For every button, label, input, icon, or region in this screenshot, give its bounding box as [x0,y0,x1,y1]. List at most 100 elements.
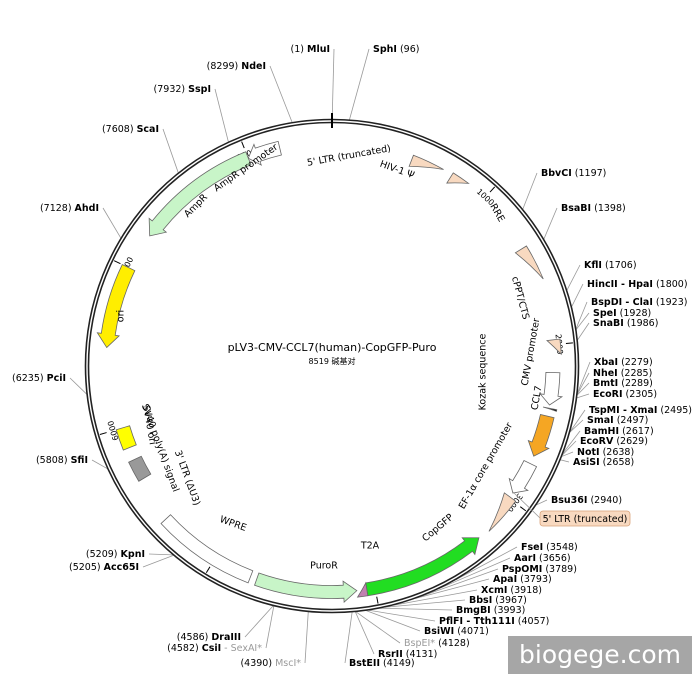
feature-label-cmv-promoter: CMV promoter [520,317,543,386]
site-leader-csii-sexai [265,605,275,649]
feature-3-ltr-u3 [488,492,517,532]
feature-cmv-promoter [539,371,564,406]
feature-arrows [96,140,564,604]
site-label-mlui: (1) MluI [291,44,331,55]
site-label-pflfi-tth111i: PflFI - Tth111I (4057) [439,616,549,627]
site-leader-mlui [331,48,335,120]
site-label-hincii-hpai: HincII - HpaI (1800) [587,279,688,290]
site-label-fsei: FseI (3548) [521,542,578,553]
site-label-bsabi: BsaBI (1398) [561,203,626,214]
site-label-scai: (7608) ScaI [102,124,159,135]
site-label-msci: (4390) MscI* [240,658,301,669]
feature-puror [254,572,358,604]
feature-label-puror: PuroR [310,561,338,572]
feature-sv40-poly-a-signal [115,425,137,451]
feature-ori [96,264,136,349]
feature-t2a [356,581,369,598]
site-label-draiii: (4586) DraIII [177,632,241,643]
site-label-bmti: BmtI (2289) [593,378,653,389]
site-leader-noti [561,451,574,457]
site-label-tspmi-xmai: TspMI - XmaI (2495) [589,405,692,416]
feature-label-rre: RRE [487,202,506,224]
backbone-inner-ring [87,121,577,611]
callout-box [539,510,631,527]
site-leader-bmti [577,382,590,396]
site-label-bbsi: BbsI (3967) [469,595,527,606]
site-leader-sfii [91,459,108,470]
site-label-bsiwi: BsiWI (4071) [424,626,489,637]
site-leader-apai [415,578,490,599]
site-leader-bsteii [344,612,353,664]
callout-leader [512,491,541,519]
feature-5-ltr-truncated [408,154,444,170]
site-label-ahdi: (7128) AhdI [40,203,99,214]
site-label-nhei: NheI (2285) [593,368,652,379]
site-label-bbvci: BbvCI (1197) [541,168,606,179]
site-leader-nhei [577,372,590,395]
feature-label-wpre: WPRE [218,514,248,534]
site-leader-bbvci [522,172,538,210]
site-label-bsu36i: Bsu36I (2940) [551,495,622,506]
tick-mark [205,566,211,574]
site-label-aari: AarI (3656) [514,553,571,564]
site-leader-msci [304,611,309,664]
site-label-xbai: XbaI (2279) [594,357,653,368]
site-label-asisi: AsiSI (2658) [573,457,634,468]
site-leader-bspei [355,611,401,644]
site-leader-pcii [69,377,87,395]
site-leader-bsiwi [366,610,421,632]
site-label-acc65i: (5205) Acc65I [69,562,139,573]
feature-sv40-ori [128,455,152,482]
feature-ampr [148,151,252,237]
site-leader-xcmi [393,589,478,606]
site-leader-snabi [577,322,590,341]
tick-mark [565,342,573,345]
site-leader-kfli [566,264,581,291]
site-label-bsteii: BstEII (4149) [349,658,415,669]
site-leader-bmgbi [380,607,453,611]
feature-label-t2a: T2A [360,541,380,552]
feature-label-hiv-1: HIV-1 Ψ [378,159,415,182]
site-label-sspi: (7932) SspI [154,84,211,95]
site-label-ndei: (8299) NdeI [207,61,266,72]
feature-label-ccl7: CCL7 [529,385,544,411]
site-label-kpni: (5209) KpnI [86,549,145,560]
plasmid-size: 8519 碱基对 [309,356,356,366]
site-leader-bsabi [543,207,558,240]
site-label-bamhi: BamHI (2617) [584,426,654,437]
watermark: biogege.com [508,636,692,674]
feature-label-kozak-sequence: Kozak sequence [478,334,489,411]
site-label-sphi: SphI (96) [373,44,419,55]
feature-label-sv40-ori: SV40 ori [140,404,158,445]
site-label-kfli: KflI (1706) [584,260,637,271]
site-label-sfii: (5808) SfiI [36,455,88,466]
site-leader-bsu36i [536,499,548,506]
site-leader-ecorv [562,440,577,456]
feature-wpre [160,514,254,584]
site-leader-ndei [269,65,293,123]
feature-label-cppt-cts: cPPT/CTS [509,275,531,320]
site-label-csii-sexai: (4582) CsiI - SexAI* [167,643,262,654]
site-leader-sphi [349,48,370,120]
tick-mark [519,506,527,512]
plasmid-title: pLV3-CMV-CCL7(human)-CopGFP-Puro [228,341,437,354]
site-label-pcii: (6235) PciI [12,373,66,384]
site-leader-bspdi-clai [575,301,588,329]
site-leader-hincii-hpai [571,283,584,307]
site-leader-scai [162,128,179,173]
site-leader-kpni [148,553,173,556]
site-label-spei: SpeI (1928) [593,308,651,319]
site-label-bmgbi: BmgBI (3993) [456,605,525,616]
tick-mark [99,432,107,436]
feature-copgfp [365,537,480,597]
site-label-apai: ApaI (3793) [493,574,552,585]
site-label-smai: SmaI (2497) [587,415,648,426]
site-leader-bamhi [562,430,581,454]
site-label-snabi: SnaBI (1986) [593,318,658,329]
site-leader-bbsi [384,599,466,608]
site-label-pspomi: PspOMI (3789) [502,564,577,575]
site-leader-lines [69,48,591,664]
tick-mark [241,141,245,149]
feature-ampr-promoter [247,140,282,166]
site-leader-smai [569,419,584,433]
